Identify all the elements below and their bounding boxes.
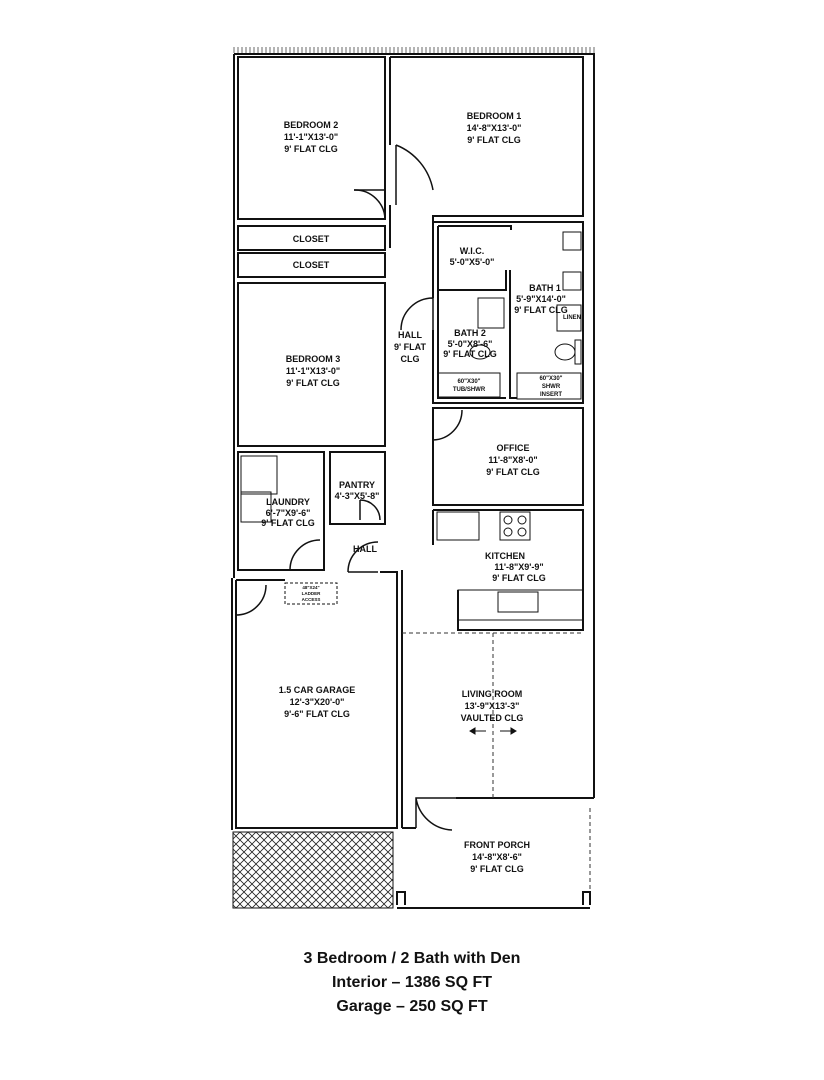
pantry-walls <box>329 451 386 525</box>
kitchen-size: 11'-8"X9'-9" <box>494 562 543 572</box>
wic-name: W.I.C. <box>460 246 485 256</box>
porch-size: 14'-8"X8'-6" <box>472 852 522 862</box>
kitchen-counter <box>457 589 584 621</box>
bath-block-walls <box>432 221 584 404</box>
bath-2-ceiling: 9' FLAT CLG <box>443 349 496 359</box>
toilet-tank-icon <box>574 339 582 365</box>
bedroom-2-size: 11'-1"X13'-0" <box>284 132 338 142</box>
hall-main-ceiling-1: 9' FLAT <box>394 342 426 352</box>
hall-small-name: HALL <box>353 544 377 554</box>
closet-b-walls <box>237 252 386 278</box>
bedroom-1-name: BEDROOM 1 <box>467 111 522 121</box>
ladder-size: 48"X24" <box>302 585 319 590</box>
office-size: 11'-8"X8'-0" <box>488 455 537 465</box>
door-hall <box>347 541 379 573</box>
bath-divider <box>509 270 517 399</box>
bedroom-1-ceiling: 9' FLAT CLG <box>467 135 520 145</box>
caption-title: 3 Bedroom / 2 Bath with Den <box>303 950 521 967</box>
kitchen-ceiling: 9' FLAT CLG <box>492 573 545 583</box>
door-bedroom2-arc <box>353 189 386 221</box>
garage-name: 1.5 CAR GARAGE <box>279 685 356 695</box>
toilet-bath2-icon <box>469 344 491 360</box>
shower-icon <box>516 372 582 400</box>
closet-a-walls <box>237 225 386 251</box>
linen-label: LINEN <box>563 315 581 321</box>
exterior-wall <box>231 53 595 830</box>
door-front <box>415 797 456 831</box>
door-bath2 <box>400 297 434 331</box>
caption-interior: Interior – 1386 SQ FT <box>331 974 493 991</box>
bedroom-3-name: BEDROOM 3 <box>286 354 341 364</box>
shower-size: 60"X30" <box>539 376 562 382</box>
door-laundry <box>289 539 321 571</box>
living-walls <box>401 570 594 829</box>
pantry-name: PANTRY <box>339 480 375 490</box>
garage-ceiling: 9'-6" FLAT CLG <box>284 709 350 719</box>
cooktop-icon <box>499 511 531 541</box>
bath-1-name: BATH 1 <box>529 283 561 293</box>
tub-label: TUB/SHWR <box>453 387 486 393</box>
garage-walls <box>235 571 398 829</box>
bedroom-1-size: 14'-8"X13'-0" <box>467 123 522 133</box>
living-room-size: 13'-9"X13'-3" <box>465 701 520 711</box>
living-room-ceiling: VAULTED CLG <box>461 713 524 723</box>
door-bedroom1 <box>395 144 434 205</box>
laundry-name: LAUNDRY <box>266 497 310 507</box>
ladder-access-label: ACCESS <box>302 597 321 602</box>
closet-b-label: CLOSET <box>293 260 330 270</box>
bath2-walls <box>437 290 506 399</box>
ladder-access-box <box>284 582 338 605</box>
door-office <box>432 408 463 441</box>
bath-1-ceiling: 9' FLAT CLG <box>514 305 567 315</box>
office-ceiling: 9' FLAT CLG <box>486 467 539 477</box>
porch-ceiling: 9' FLAT CLG <box>470 864 523 874</box>
laundry-walls <box>237 451 325 571</box>
office-walls <box>432 407 584 506</box>
shower-insert-label: INSERT <box>540 392 562 398</box>
tub-icon <box>437 372 501 398</box>
shower-label: SHWR <box>542 384 561 390</box>
bedroom-3-walls <box>237 282 386 447</box>
bath-2-size: 5'-0"X8'-6" <box>448 339 493 349</box>
sink-bath2-icon <box>477 297 505 329</box>
porch-walls <box>396 891 591 909</box>
bedroom-2-ceiling: 9' FLAT CLG <box>284 144 337 154</box>
laundry-ceiling: 9' FLAT CLG <box>261 518 314 528</box>
porch-name: FRONT PORCH <box>464 840 530 850</box>
bedroom-2-walls <box>237 56 386 220</box>
pantry-size: 4'-3"X5'-8" <box>335 491 380 501</box>
caption-garage: Garage – 250 SQ FT <box>336 998 488 1015</box>
dryer-icon <box>240 491 272 523</box>
sink-bath1a-icon <box>562 231 582 251</box>
wic-walls <box>437 225 512 291</box>
bedroom-3-ceiling: 9' FLAT CLG <box>286 378 339 388</box>
driveway-hatch <box>232 831 394 909</box>
office-name: OFFICE <box>497 443 530 453</box>
linen-shelf <box>556 304 582 332</box>
washer-icon <box>240 455 278 495</box>
sink-bath1b-icon <box>562 271 582 291</box>
garage-size: 12'-3"X20'-0" <box>290 697 345 707</box>
bedroom-1-walls <box>389 56 584 248</box>
closet-a-label: CLOSET <box>293 234 330 244</box>
floor-plan: BEDROOM 2 11'-1"X13'-0" 9' FLAT CLG BEDR… <box>231 47 595 909</box>
bath-2-name: BATH 2 <box>454 328 486 338</box>
door-garage <box>235 584 267 616</box>
laundry-size: 6'-7"X9'-6" <box>266 508 311 518</box>
wic-size: 5'-0"X5'-0" <box>450 257 495 267</box>
roof-edge <box>232 47 595 53</box>
ladder-label: LADDER <box>302 591 321 596</box>
kitchen-sink-icon <box>497 591 539 613</box>
kitchen-name: KITCHEN <box>485 551 525 561</box>
door-pantry <box>359 499 381 521</box>
toilet-bath1-icon <box>554 343 576 361</box>
hall-main-ceiling-2: CLG <box>401 354 420 364</box>
hall-main-name: HALL <box>398 330 422 340</box>
bath-1-size: 5'-9"X14'-0" <box>516 294 566 304</box>
bedroom-2-name: BEDROOM 2 <box>284 120 339 130</box>
living-room-name: LIVING ROOM <box>462 689 523 699</box>
range-icon <box>436 511 480 541</box>
tub-size: 60"X30" <box>457 379 480 385</box>
bedroom-3-size: 11'-1"X13'-0" <box>286 366 340 376</box>
